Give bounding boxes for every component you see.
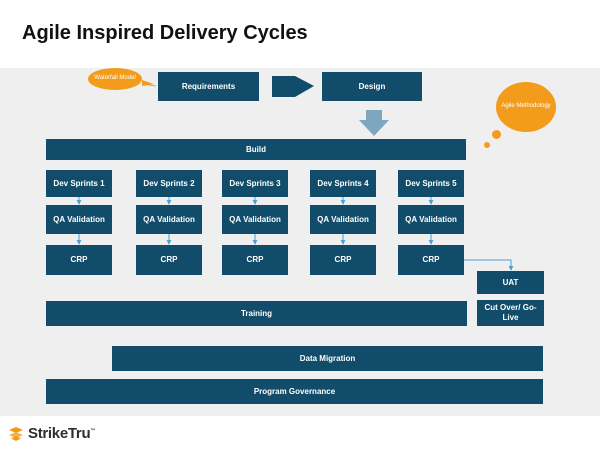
uat-box: UAT	[477, 271, 544, 294]
dev-sprint-box: Dev Sprints 5	[398, 170, 464, 197]
program-governance-box: Program Governance	[46, 379, 543, 404]
qa-validation-box: QA Validation	[310, 205, 376, 234]
dev-sprint-box: Dev Sprints 4	[310, 170, 376, 197]
requirements-box: Requirements	[158, 72, 259, 101]
thought-dot-small	[484, 142, 490, 148]
crp-box: CRP	[310, 245, 376, 275]
cutover-box: Cut Over/ Go-Live	[477, 300, 544, 326]
crp-box: CRP	[222, 245, 288, 275]
qa-validation-box: QA Validation	[222, 205, 288, 234]
striketru-logo-icon	[9, 426, 23, 441]
page-title: Agile Inspired Delivery Cycles	[22, 22, 308, 44]
qa-validation-box: QA Validation	[46, 205, 112, 234]
dev-sprint-box: Dev Sprints 3	[222, 170, 288, 197]
data-migration-box: Data Migration	[112, 346, 543, 371]
crp-box: CRP	[398, 245, 464, 275]
dev-sprint-box: Dev Sprints 1	[46, 170, 112, 197]
dev-sprint-box: Dev Sprints 2	[136, 170, 202, 197]
logo-text: StrikeTru™	[28, 425, 96, 442]
training-box: Training	[46, 301, 467, 326]
crp-box: CRP	[46, 245, 112, 275]
qa-validation-box: QA Validation	[398, 205, 464, 234]
thought-dot-large	[492, 130, 501, 139]
qa-validation-box: QA Validation	[136, 205, 202, 234]
agile-callout: Agile Methodology	[496, 82, 556, 132]
waterfall-callout: Waterfall Model	[88, 68, 142, 90]
crp-box: CRP	[136, 245, 202, 275]
striketru-logo: StrikeTru™	[8, 425, 95, 442]
build-box: Build	[46, 139, 466, 160]
design-box: Design	[322, 72, 422, 101]
